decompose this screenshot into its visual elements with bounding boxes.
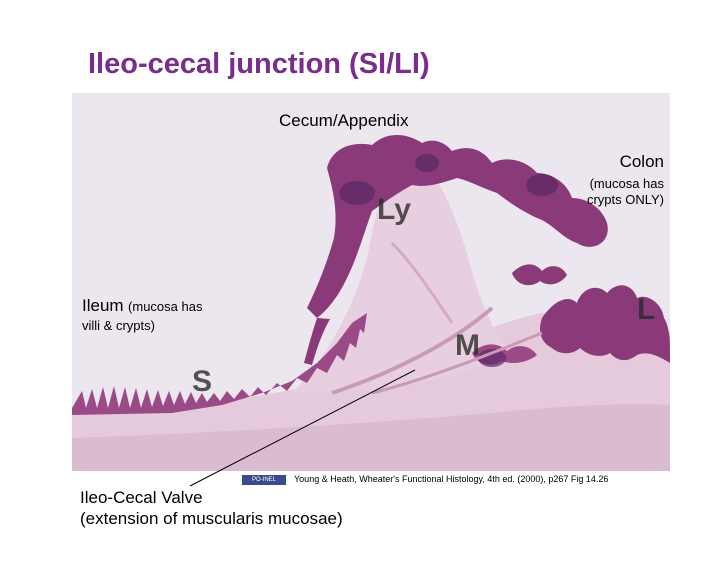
colon-note-line2: crypts ONLY) xyxy=(586,192,664,207)
ileum-note-line2: villi & crypts) xyxy=(82,318,155,333)
colon-note-line1: (mucosa has xyxy=(589,176,664,191)
publisher-logo: PO-INEL xyxy=(242,474,286,485)
valve-label: Ileo-Cecal Valve xyxy=(80,488,203,507)
muscle-letter: M xyxy=(455,329,480,362)
ileum-label-group: Ileum (mucosa has xyxy=(82,296,202,316)
slide-title: Ileo-cecal junction (SI/LI) xyxy=(88,48,430,80)
citation-text: Young & Heath, Wheater's Functional Hist… xyxy=(294,474,609,484)
lymphoid-tissue-letter: Ly xyxy=(377,193,411,226)
submucosa-letter: S xyxy=(192,365,213,398)
lumen-letter: L xyxy=(637,293,656,326)
colon-label: Colon xyxy=(619,152,664,171)
tissue-illustration xyxy=(72,135,670,471)
cecum-label: Cecum/Appendix xyxy=(279,111,409,130)
valve-note: (extension of muscularis mucosae) xyxy=(80,509,343,528)
histology-micrograph: Ly L M S xyxy=(72,93,670,471)
figure-citation: PO-INEL Young & Heath, Wheater's Function… xyxy=(242,474,608,485)
ileum-label: Ileum xyxy=(82,296,124,315)
ileum-note-line1: (mucosa has xyxy=(128,299,203,314)
